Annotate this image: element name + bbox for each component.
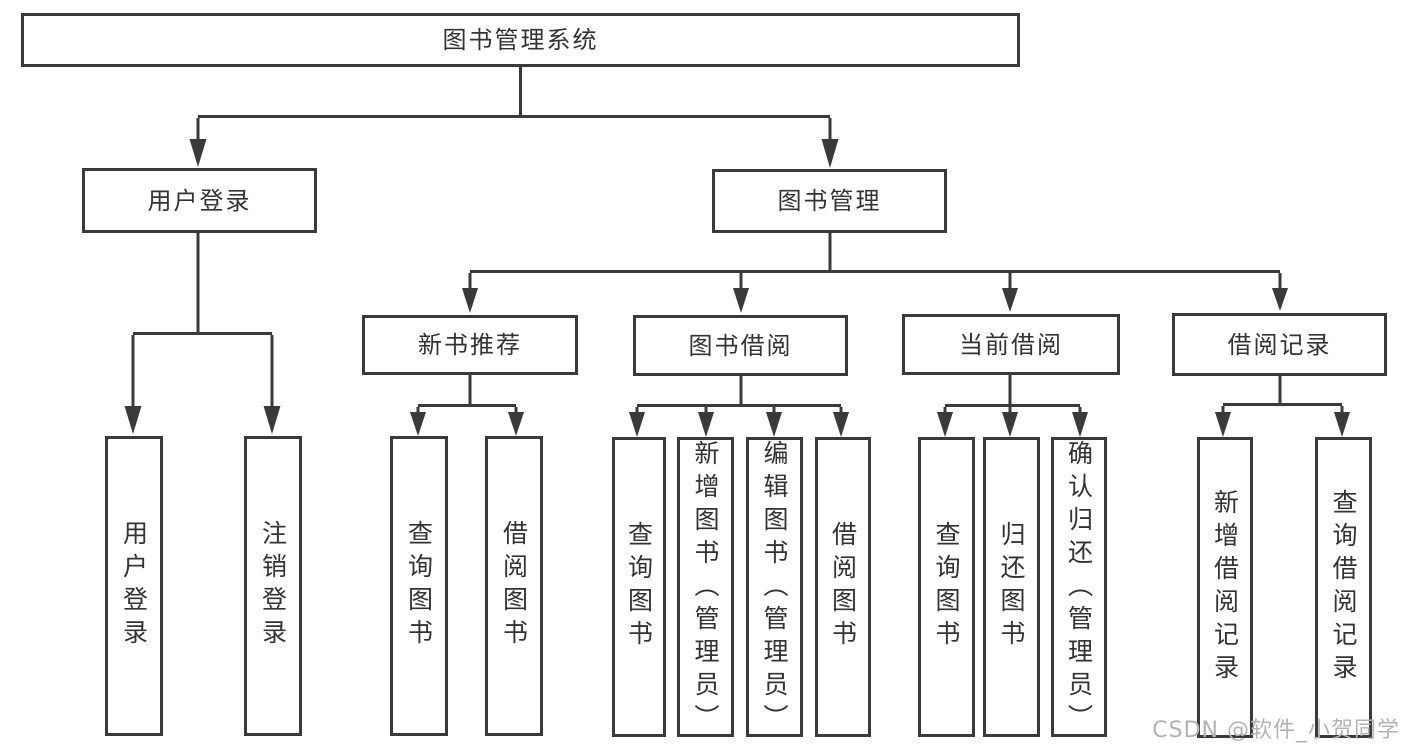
arrowheads bbox=[124, 139, 1350, 437]
node-library-system-label: 图书管理系统 bbox=[442, 26, 599, 54]
leaf-confirm-return-admin: 确认归还（管理员） bbox=[1051, 437, 1107, 737]
node-current-borrow: 当前借阅 bbox=[902, 314, 1120, 375]
leaf-recommend-query-books: 查询图书 bbox=[390, 436, 448, 736]
csdn-watermark: CSDN @软件_小贺同学 bbox=[1152, 718, 1400, 743]
leaf-current-query-books: 查询图书 bbox=[918, 437, 975, 737]
node-user-login: 用户登录 bbox=[82, 168, 317, 233]
leaf-edit-books-admin: 编辑图书（管理员） bbox=[746, 437, 803, 737]
node-current-borrow-label: 当前借阅 bbox=[959, 330, 1063, 359]
node-borrow-records: 借阅记录 bbox=[1172, 313, 1387, 376]
node-book-management: 图书管理 bbox=[712, 169, 947, 233]
node-book-borrow-label: 图书借阅 bbox=[688, 331, 793, 360]
node-library-system: 图书管理系统 bbox=[21, 13, 1020, 67]
leaf-add-books-admin: 新增图书（管理员） bbox=[677, 437, 734, 737]
leaf-borrow-query-books: 查询图书 bbox=[612, 437, 666, 737]
node-new-book-recommend: 新书推荐 bbox=[362, 315, 578, 375]
node-user-login-label: 用户登录 bbox=[147, 186, 252, 215]
leaf-borrow-books: 借阅图书 bbox=[815, 437, 871, 737]
node-new-book-recommend-label: 新书推荐 bbox=[418, 331, 522, 359]
node-book-borrow: 图书借阅 bbox=[633, 315, 848, 376]
leaf-logout: 注销登录 bbox=[244, 436, 302, 736]
leaf-recommend-borrow-books: 借阅图书 bbox=[485, 436, 543, 736]
leaf-user-login: 用户登录 bbox=[105, 436, 163, 736]
node-book-management-label: 图书管理 bbox=[777, 187, 882, 215]
leaf-add-borrow-record: 新增借阅记录 bbox=[1197, 437, 1253, 738]
leaf-query-borrow-record: 查询借阅记录 bbox=[1315, 437, 1372, 738]
node-borrow-records-label: 借阅记录 bbox=[1227, 330, 1332, 359]
leaf-return-books: 归还图书 bbox=[983, 437, 1040, 737]
